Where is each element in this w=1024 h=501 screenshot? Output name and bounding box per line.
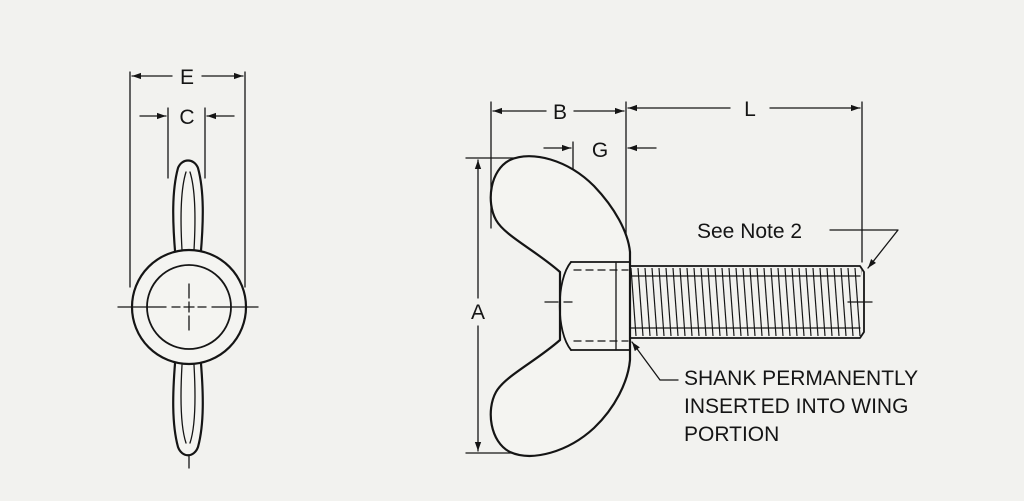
dimension-g-label: G [592, 139, 608, 162]
lower-wing-inner-line [189, 364, 196, 444]
dimension-c-label: C [179, 106, 194, 129]
see-note-label: See Note 2 [697, 220, 802, 243]
upper-wing-inner-line [180, 171, 187, 251]
threaded-shank-pattern [630, 266, 862, 338]
dimension-e-label: E [180, 66, 194, 89]
dimension-l-label: L [744, 98, 756, 121]
lower-wing-inner-line [180, 364, 187, 444]
shank-note-line-3: PORTION [684, 423, 779, 446]
dimension-b-label: B [553, 101, 567, 124]
upper-wing-inner-line [189, 171, 196, 251]
end-view-lower-wing [172, 350, 204, 457]
side-view: B L G A See Note [465, 98, 918, 457]
end-view-upper-wing [172, 159, 204, 264]
wing-hub-curve [558, 261, 572, 351]
end-view: E C [117, 66, 259, 469]
dimension-a-label: A [471, 301, 485, 324]
shank-note-line-2: INSERTED INTO WING [684, 395, 908, 418]
shank-note-leader [631, 341, 679, 381]
shank-note-line-1: SHANK PERMANENTLY [684, 367, 918, 390]
see-note-leader [829, 229, 899, 269]
